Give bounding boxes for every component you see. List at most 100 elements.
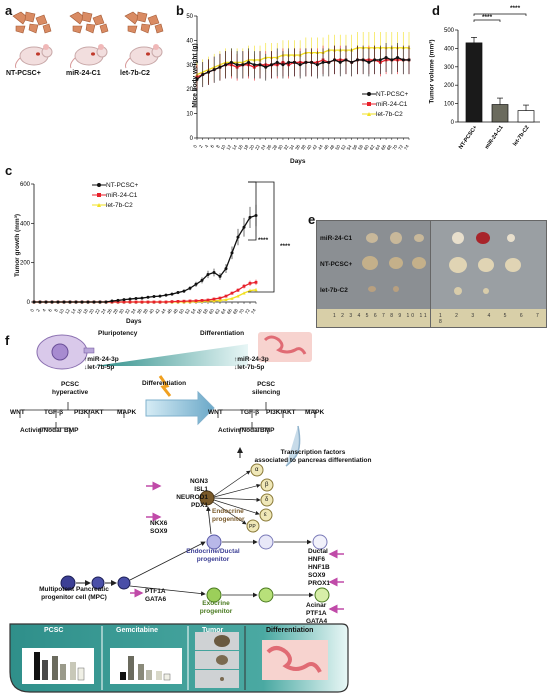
x-tick-label: 54 — [346, 144, 353, 151]
panel-a-label: a — [5, 3, 13, 18]
data-point — [146, 295, 150, 299]
d-ylabel: Tumor volume (mm³) — [428, 39, 436, 104]
x-tick-label: 10 — [58, 308, 65, 315]
data-point — [134, 296, 138, 300]
data-point — [152, 300, 156, 304]
d-sig2: **** — [510, 5, 521, 12]
data-point — [230, 251, 234, 255]
stem-cell-icon — [36, 334, 95, 370]
data-point — [361, 58, 365, 62]
x-tick-label: 66 — [380, 144, 387, 151]
data-point — [355, 58, 359, 62]
y-tick-label: 50 — [186, 14, 193, 20]
x-tick-label: 34 — [288, 144, 295, 151]
y-tick-label: 30 — [186, 63, 193, 69]
x-tick-label: 14 — [70, 308, 77, 315]
pathway-sub-label: BMP — [260, 427, 275, 434]
x-tick-label: 56 — [196, 308, 203, 315]
data-point — [98, 300, 102, 304]
data-point — [333, 58, 337, 62]
cell-cluster-icon — [12, 11, 52, 34]
data-point — [182, 289, 186, 293]
x-tick-label: 16 — [76, 308, 83, 315]
x-tick-label: 42 — [311, 144, 318, 151]
differentiation-diagram — [9, 332, 349, 693]
x-tick-label: 6 — [209, 144, 215, 149]
x-tick-label: 32 — [283, 144, 290, 151]
x-tick-label: 58 — [357, 144, 364, 151]
x-tick-label: 44 — [317, 144, 324, 151]
y-tick-label: 200 — [444, 83, 455, 89]
b-ylabel: Mice body weight (g) — [191, 43, 199, 108]
pathway-label: TGF-β — [240, 409, 260, 416]
x-tick-label: 70 — [238, 308, 245, 315]
x-tick-label: 66 — [226, 308, 233, 315]
data-point — [224, 63, 228, 67]
data-point — [80, 300, 84, 304]
legend-item: let-7b-C2 — [92, 200, 162, 210]
panel-c-label: c — [5, 163, 13, 178]
panel-f-label: f — [5, 333, 10, 348]
x-tick-label: 40 — [148, 308, 155, 315]
legend-item: miR-24-C1 — [362, 99, 418, 109]
pathway-label: WNT — [10, 409, 25, 416]
data-point — [74, 300, 78, 304]
data-point — [158, 300, 162, 304]
x-tick-label: 46 — [166, 308, 173, 315]
data-point — [242, 225, 246, 229]
x-tick-label: 30 — [277, 144, 284, 151]
data-point — [258, 63, 262, 67]
bar — [491, 104, 509, 123]
data-point — [218, 298, 222, 302]
data-point — [287, 60, 291, 64]
pluripotency-label: Pluripotency — [98, 330, 138, 337]
pathway-sub-label: Activin/Nodal — [20, 427, 62, 434]
x-tick-label: 48 — [329, 144, 336, 151]
data-point — [298, 63, 302, 67]
panel-b-label: b — [176, 3, 184, 18]
data-point — [206, 298, 210, 302]
x-tick-label: 64 — [374, 144, 381, 151]
x-tick-label: 36 — [294, 144, 301, 151]
data-point — [230, 296, 234, 300]
data-point — [338, 60, 342, 64]
data-point — [304, 60, 308, 64]
data-point — [116, 298, 120, 302]
group-label: NT-PCSC+ — [6, 70, 41, 77]
y-tick-label: 20 — [186, 87, 193, 93]
x-tick-label: 52 — [340, 144, 347, 151]
x-tick-label: 44 — [160, 308, 167, 315]
data-point — [367, 60, 371, 64]
data-point — [310, 60, 314, 64]
c-legend: NT-PCSC+ miR-24-C1 let-7b-C2 — [92, 180, 162, 210]
mpc-cell-icons — [60, 575, 131, 591]
pathway-label: PI3K/AKT — [74, 409, 104, 416]
data-point — [182, 299, 186, 303]
x-tick-label: 42 — [154, 308, 161, 315]
c-sig2: **** — [280, 243, 291, 250]
data-point — [248, 288, 252, 292]
data-point — [32, 300, 36, 304]
pathway-label: WNT — [208, 409, 223, 416]
data-point — [194, 282, 198, 286]
category-label: miR-24-C1 — [484, 125, 505, 151]
data-point — [401, 58, 405, 62]
x-tick-label: 12 — [225, 144, 232, 151]
data-point — [321, 60, 325, 64]
x-tick-label: 72 — [397, 144, 404, 151]
data-point — [373, 58, 377, 62]
data-point — [241, 63, 245, 67]
x-tick-label: 28 — [271, 144, 278, 151]
y-tick-label: 200 — [20, 261, 31, 267]
tumor-photo-left: miR-24-C1 NT-PCSC+ let-7b-C2 1 2 3 4 5 6… — [316, 220, 431, 328]
b-xlabel: Days — [290, 158, 306, 165]
sig-bracket — [473, 13, 527, 16]
x-tick-label: 16 — [237, 144, 244, 151]
ductal-mature-icon — [312, 534, 328, 550]
